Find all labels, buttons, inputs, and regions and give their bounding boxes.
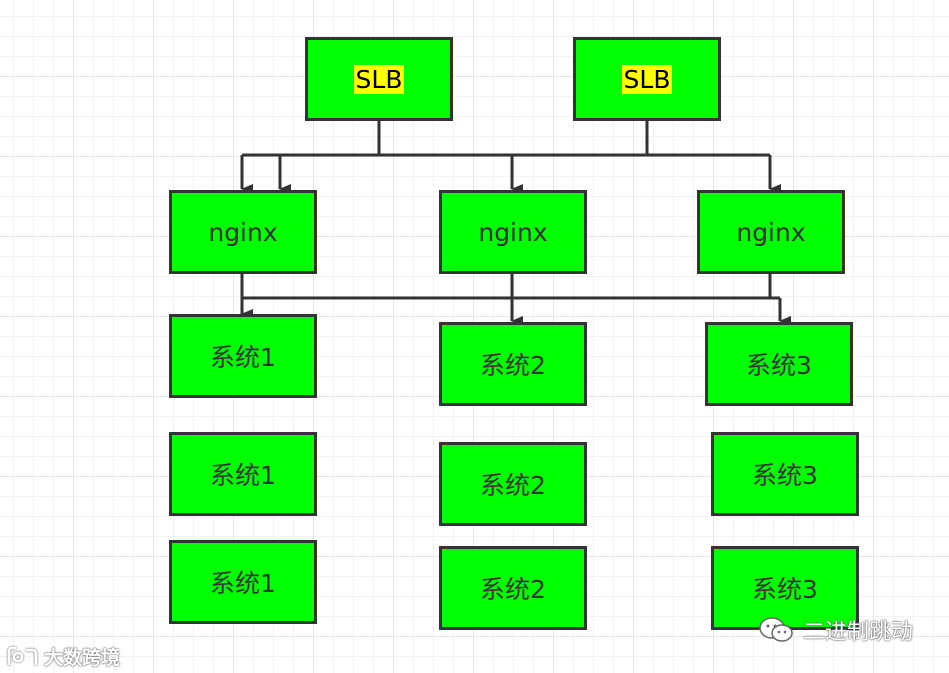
logo-icon [7,646,38,665]
system-label: 系统2 [480,575,546,604]
nginx-label: nginx [736,217,806,247]
watermark-left-text: 大数跨境 [44,647,121,669]
system1-node-2: 系统1 [169,432,317,516]
system-label: 系统3 [746,351,812,380]
system-label: 系统1 [210,461,276,490]
system-label: 系统2 [480,351,546,380]
system2-node-2: 系统2 [439,442,587,526]
system3-node-3: 系统3 [711,546,859,630]
system-label: 系统3 [752,575,818,604]
slb-label: SLB [621,64,673,94]
system1-node-1: 系统1 [169,314,317,398]
system2-node-3: 系统2 [439,546,587,630]
slb-label: SLB [353,64,405,94]
system-label: 系统1 [210,343,276,372]
watermark-right-text: 二进制跳动 [803,620,914,645]
nginx-label: nginx [478,217,548,247]
nginx-node-2: nginx [439,190,587,274]
slb-node-1: SLB [305,37,453,121]
system3-node-2: 系统3 [711,432,859,516]
system1-node-3: 系统1 [169,540,317,624]
system-label: 系统1 [210,569,276,598]
system3-node-1: 系统3 [705,322,853,406]
nginx-label: nginx [208,217,278,247]
nginx-node-1: nginx [169,190,317,274]
watermark-right: 二进制跳动 [757,614,913,646]
slb-node-2: SLB [573,37,721,121]
system-label: 系统3 [752,461,818,490]
system-label: 系统2 [480,471,546,500]
system2-node-1: 系统2 [439,322,587,406]
wechat-icon [759,617,793,642]
watermark-left: 大数跨境 [6,643,120,670]
nginx-node-3: nginx [697,190,845,274]
